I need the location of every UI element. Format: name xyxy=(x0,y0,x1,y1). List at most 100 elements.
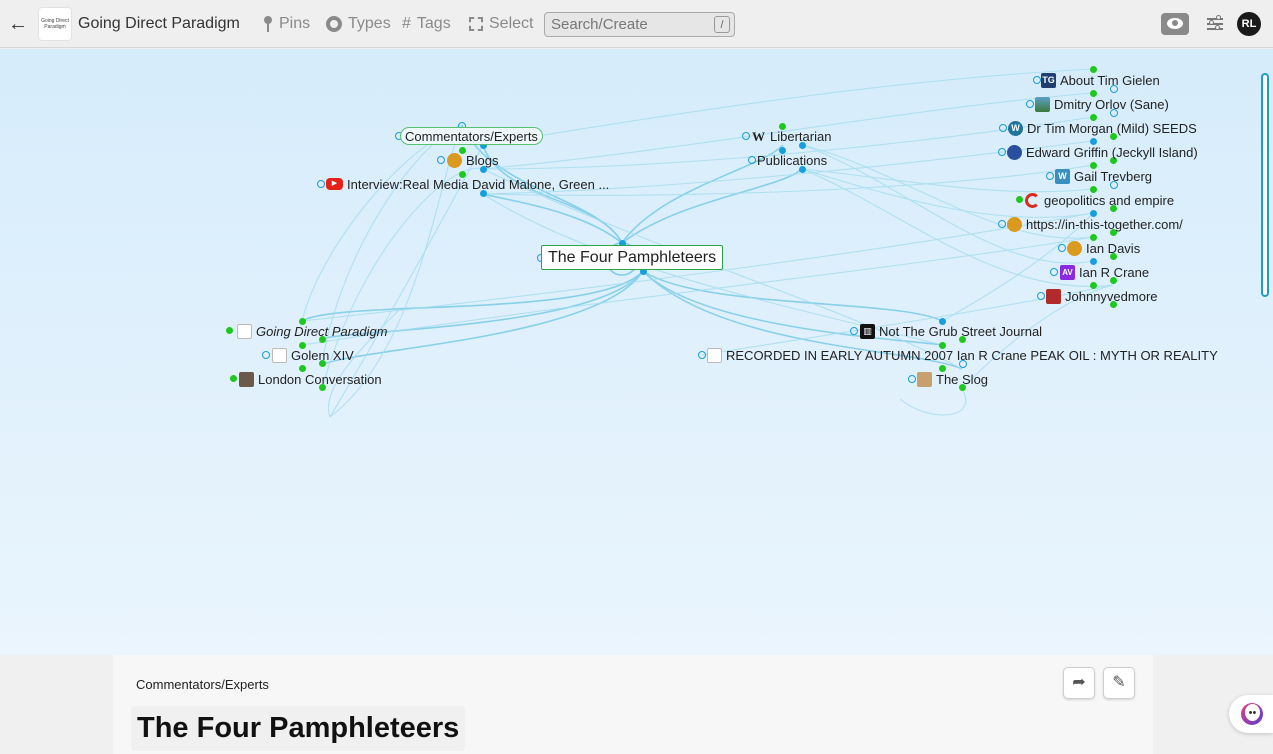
graph-node-recorded[interactable]: RECORDED IN EARLY AUTUMN 2007 Ian R Cran… xyxy=(707,346,1218,364)
port-dot xyxy=(1110,205,1117,212)
graph-node-blogs[interactable]: Blogs xyxy=(447,151,499,169)
portrait-icon xyxy=(917,371,932,387)
comment-icon xyxy=(707,347,722,363)
nav-select-label: Select xyxy=(489,15,534,32)
graph-node-grub-street[interactable]: ▥ Not The Grub Street Journal xyxy=(860,322,1042,340)
node-label: Blogs xyxy=(466,152,499,168)
graph-node-in-this-together[interactable]: https://in-this-together.com/ xyxy=(1007,215,1183,233)
search-box[interactable]: / xyxy=(544,12,735,37)
graph-node-edward[interactable]: Edward Griffin (Jeckyll Island) xyxy=(1007,143,1198,161)
user-avatar[interactable]: RL xyxy=(1237,12,1261,36)
port-dot xyxy=(998,148,1006,156)
port-dot xyxy=(317,180,325,188)
node-label: Golem XIV xyxy=(291,347,354,363)
share-arrow-icon[interactable]: ➦ xyxy=(1063,667,1095,699)
port-dot xyxy=(959,360,967,368)
port-dot xyxy=(1110,109,1118,117)
port-dot xyxy=(459,147,466,154)
tg-logo-icon: TG xyxy=(1041,72,1056,88)
port-dot xyxy=(1033,76,1041,84)
port-dot xyxy=(640,268,647,275)
node-label: London Conversation xyxy=(258,371,382,387)
node-label: Going Direct Paradigm xyxy=(256,323,388,339)
graph-node-interview[interactable]: ▶ Interview:Real Media David Malone, Gre… xyxy=(326,175,609,193)
node-label: Dmitry Orlov (Sane) xyxy=(1054,96,1169,112)
port-dot xyxy=(1090,186,1097,193)
nav-tags[interactable]: # Tags xyxy=(402,15,451,33)
node-label: The Slog xyxy=(936,371,989,387)
geopolitics-logo-icon xyxy=(1025,192,1040,208)
port-dot xyxy=(1110,277,1117,284)
port-dot xyxy=(459,171,466,178)
port-dot xyxy=(1037,292,1045,300)
graph-node-gail[interactable]: W Gail Trevberg xyxy=(1055,167,1152,185)
graph-node-center[interactable]: The Four Pamphleteers xyxy=(541,245,724,270)
eye-icon[interactable] xyxy=(1161,13,1189,35)
nav-tags-label: Tags xyxy=(416,15,451,32)
assistant-bot-icon[interactable] xyxy=(1229,695,1273,733)
back-arrow-icon[interactable]: ← xyxy=(8,13,28,35)
portrait-icon xyxy=(1046,288,1061,304)
port-dot xyxy=(748,156,756,164)
node-label: RECORDED IN EARLY AUTUMN 2007 Ian R Cran… xyxy=(726,347,1218,363)
sliders-icon[interactable] xyxy=(1205,14,1225,34)
nav-pins[interactable]: Pins xyxy=(263,15,310,33)
search-shortcut-badge: / xyxy=(714,16,730,33)
node-label: Ian Davis xyxy=(1086,240,1141,256)
port-dot xyxy=(1090,258,1097,265)
card-panel: Commentators/Experts The Four Pamphletee… xyxy=(113,655,1153,754)
node-label: geopolitics and empire xyxy=(1044,192,1175,208)
graph-node-going-direct[interactable]: Going Direct Paradigm xyxy=(237,322,388,340)
port-dot xyxy=(1110,301,1117,308)
port-dot xyxy=(959,384,966,391)
graph-node-ian-davis[interactable]: Ian Davis xyxy=(1067,239,1140,257)
port-dot xyxy=(850,327,858,335)
graph-node-tim-morgan[interactable]: W Dr Tim Morgan (Mild) SEEDS xyxy=(1008,119,1197,137)
port-dot xyxy=(742,132,750,140)
graph-node-london[interactable]: London Conversation xyxy=(239,370,382,388)
port-dot xyxy=(1090,114,1097,121)
hash-icon: # xyxy=(402,15,411,32)
port-dot xyxy=(779,147,786,154)
node-label: Gail Trevberg xyxy=(1074,168,1153,184)
space-logo[interactable]: Going Direct Paradigm xyxy=(38,7,72,41)
port-dot xyxy=(1090,90,1097,97)
graph-node-publications[interactable]: Publications xyxy=(757,151,827,169)
port-dot xyxy=(1058,244,1066,252)
graph-node-tim-gielen[interactable]: TG About Tim Gielen xyxy=(1041,71,1160,89)
port-dot xyxy=(1016,196,1023,203)
node-label: Libertarian xyxy=(770,128,832,144)
graph-node-johnny[interactable]: Johnnyvedmore xyxy=(1046,287,1158,305)
edit-pencil-icon[interactable]: ✎ xyxy=(1103,667,1135,699)
graph-node-geopolitics[interactable]: geopolitics and empire xyxy=(1025,191,1174,209)
graph-node-ian-crane[interactable]: AV Ian R Crane xyxy=(1060,263,1149,281)
graph-canvas[interactable]: The Four Pamphleteers Commentators/Exper… xyxy=(0,49,1273,655)
node-label: Publications xyxy=(757,152,828,168)
node-label: Not The Grub Street Journal xyxy=(879,323,1043,339)
nav-select[interactable]: Select xyxy=(469,15,533,33)
port-dot xyxy=(698,351,706,359)
av-logo-icon: AV xyxy=(1060,264,1075,280)
graph-node-slog[interactable]: The Slog xyxy=(917,370,988,388)
port-dot xyxy=(262,351,270,359)
graph-node-commentators[interactable]: Commentators/Experts xyxy=(400,127,543,145)
breadcrumb[interactable]: Commentators/Experts xyxy=(136,677,269,692)
nav-pins-label: Pins xyxy=(279,15,311,32)
port-dot xyxy=(226,327,233,334)
node-label: Ian R Crane xyxy=(1079,264,1150,280)
page-title: The Four Pamphleteers xyxy=(131,706,466,751)
graph-scrollbar[interactable] xyxy=(1261,73,1269,297)
graph-node-golem[interactable]: Golem XIV xyxy=(272,346,354,364)
graph-node-libertarian[interactable]: W Libertarian xyxy=(751,127,831,145)
node-label: https://in-this-together.com/ xyxy=(1026,216,1183,232)
space-title[interactable]: Going Direct Paradigm xyxy=(78,15,240,32)
port-dot xyxy=(779,123,786,130)
comment-icon xyxy=(272,347,287,363)
nav-types[interactable]: Types xyxy=(326,15,391,33)
node-label: About Tim Gielen xyxy=(1060,72,1160,88)
port-dot xyxy=(1046,172,1054,180)
graph-node-dmitry[interactable]: Dmitry Orlov (Sane) xyxy=(1035,95,1169,113)
youtube-icon: ▶ xyxy=(326,178,343,190)
port-dot xyxy=(1110,157,1117,164)
search-input[interactable] xyxy=(551,16,701,33)
